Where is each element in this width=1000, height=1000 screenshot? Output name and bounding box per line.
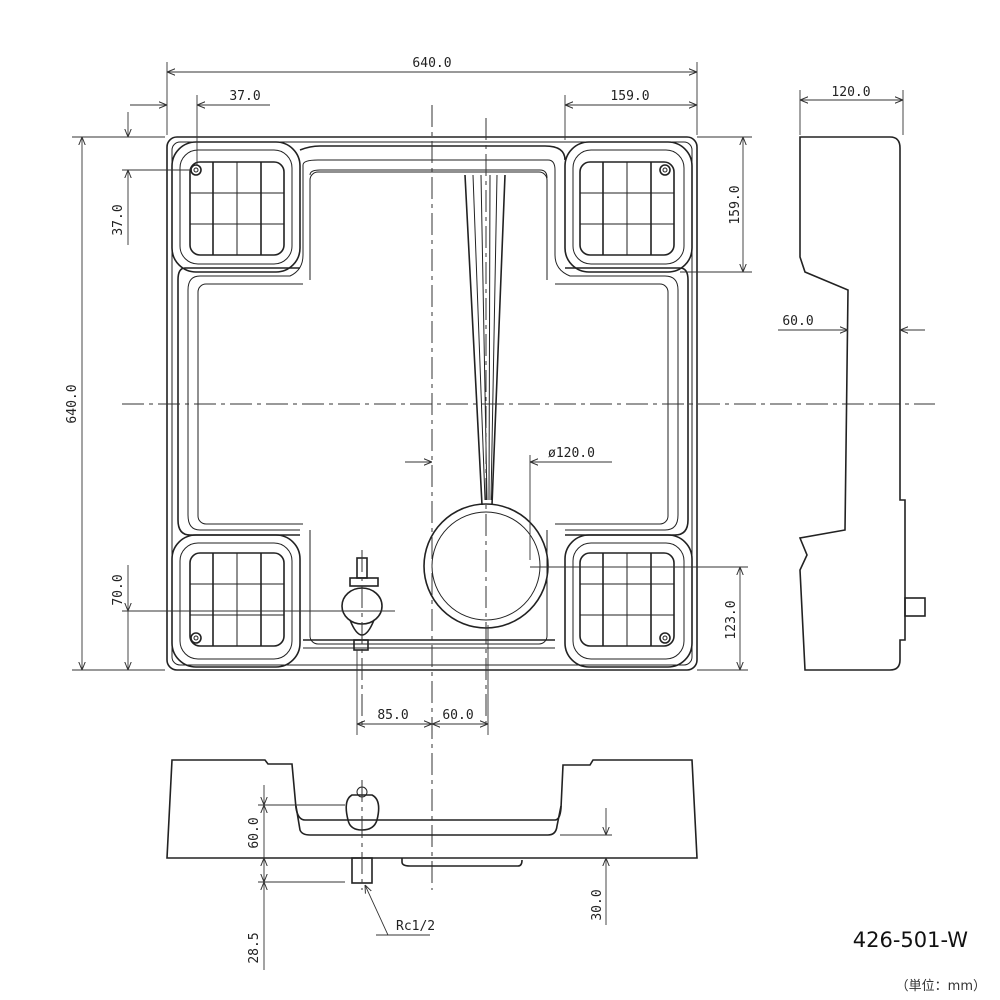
corner-pad-bottom-left — [171, 534, 301, 668]
hose-channel — [464, 174, 506, 506]
pipe-thread-label: Rc1/2 — [396, 919, 435, 934]
dim-pad-depth: 159.0 — [728, 185, 743, 224]
dim-faucet-offset-y: 70.0 — [111, 574, 126, 605]
dim-drain-diameter: ø120.0 — [548, 446, 595, 461]
unit-note: （単位：mm） — [895, 979, 986, 994]
dim-drain-offset-x: 60.0 — [442, 708, 473, 723]
dim-side-height: 120.0 — [831, 85, 870, 100]
dim-bottom-recess: 30.0 — [590, 889, 605, 920]
dim-overall-depth: 640.0 — [65, 384, 80, 423]
dim-drain-offset-y: 123.0 — [724, 600, 739, 639]
corner-pad-top-left — [171, 141, 301, 273]
dim-pipe-length: 28.5 — [247, 932, 262, 963]
dim-corner-hole-x: 37.0 — [229, 89, 260, 104]
dim-faucet-offset-x: 85.0 — [377, 708, 408, 723]
dim-side-inner-height: 60.0 — [782, 314, 813, 329]
dim-overall-width: 640.0 — [412, 56, 451, 71]
corner-pad-top-right — [564, 141, 693, 273]
model-number: 426-501-W — [852, 928, 968, 952]
dim-front-height: 60.0 — [247, 817, 262, 848]
side-view: 120.0 60.0 — [778, 85, 926, 671]
dim-corner-hole-y: 37.0 — [111, 204, 126, 235]
front-view: 60.0 28.5 30.0 Rc1/2 — [166, 759, 698, 970]
dim-pad-width: 159.0 — [610, 89, 649, 104]
dimensions: 640.0 37.0 159.0 640.0 37.0 159.0 70.0 1… — [65, 56, 752, 735]
top-view — [166, 136, 698, 671]
corner-pad-bottom-right — [564, 534, 693, 668]
